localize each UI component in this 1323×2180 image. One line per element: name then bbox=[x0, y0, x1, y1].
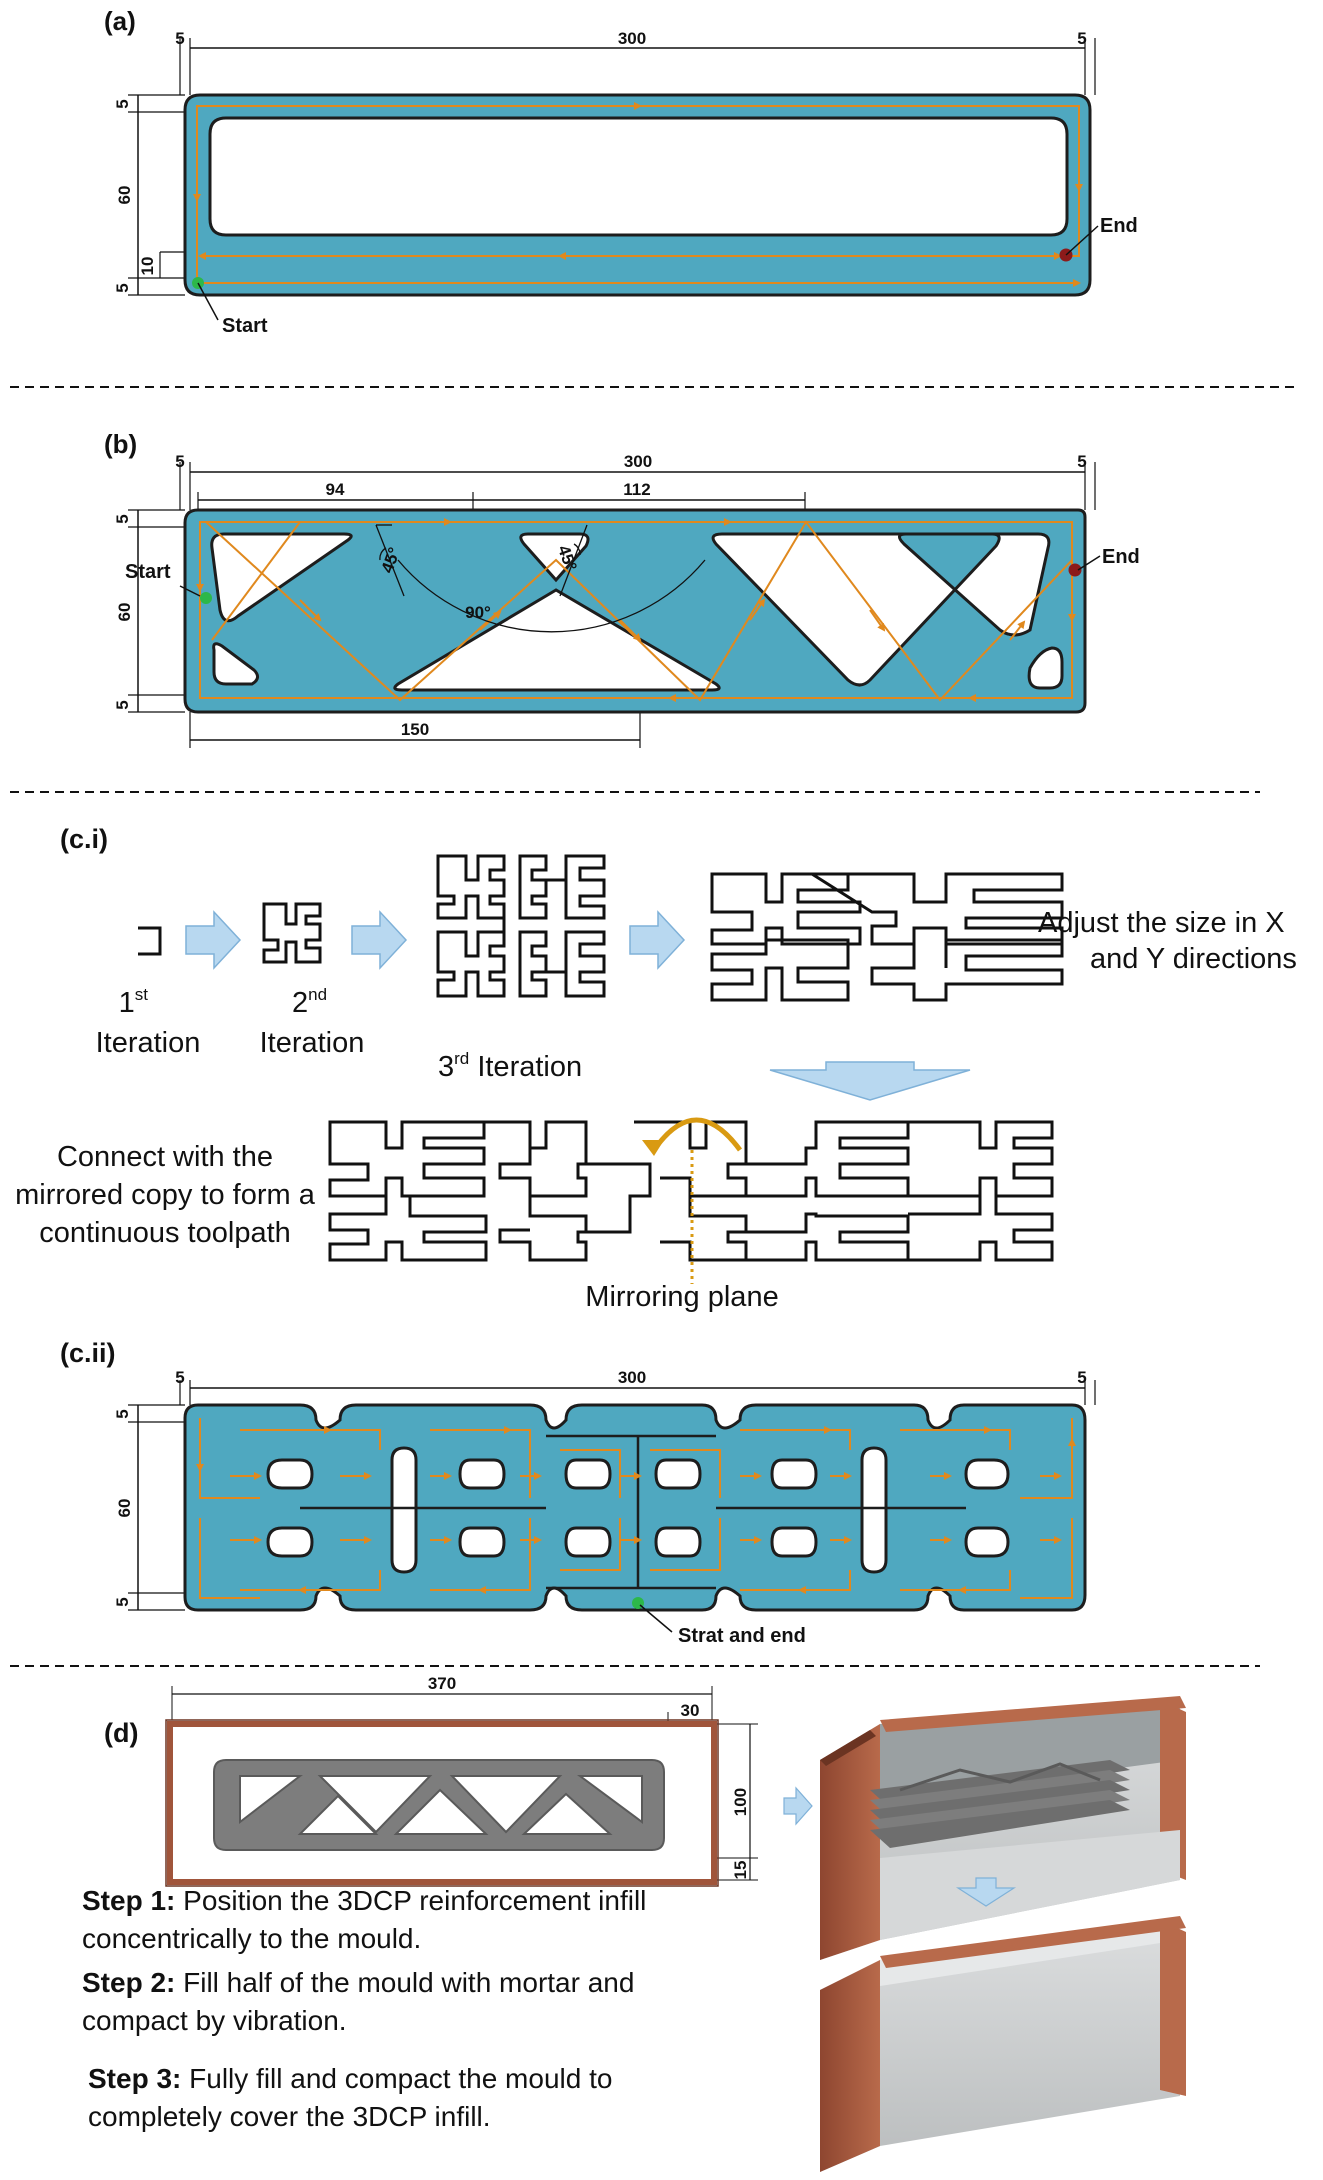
panel-a-toolpath bbox=[193, 102, 1083, 287]
mirror-arc-head bbox=[642, 1140, 664, 1156]
dim-a-left-edge: 5 bbox=[175, 29, 184, 48]
dim-d-bottom-gap: 15 bbox=[731, 1861, 750, 1880]
dim-b-height: 60 bbox=[115, 603, 134, 622]
dim-b-left-edge: 5 bbox=[175, 452, 184, 471]
panel-ci: (c.i) Adjust the size in X and Y d bbox=[15, 824, 1297, 1313]
iteration-2-caption-num: 2nd bbox=[292, 985, 327, 1019]
step-2-text: Fill half of the mould with mortar and c… bbox=[82, 1967, 635, 2036]
arrow-right-icon bbox=[783, 1786, 813, 1826]
dim-d-length: 370 bbox=[428, 1674, 456, 1693]
step-2-title: Step 2: bbox=[82, 1967, 176, 1998]
angle-center: 90° bbox=[465, 603, 491, 622]
dim-a-bottom-edge: 5 bbox=[113, 283, 132, 292]
dim-cii-right-edge: 5 bbox=[1077, 1368, 1086, 1387]
step-1-title: Step 1: bbox=[82, 1885, 176, 1916]
panel-a: (a) 300 5 5 5 60 10 5 bbox=[104, 6, 1138, 337]
dim-cii-length: 300 bbox=[618, 1368, 646, 1387]
connect-line-1: Connect with the bbox=[57, 1141, 273, 1173]
iteration-2-sup: nd bbox=[308, 985, 327, 1004]
arrow-right-icon bbox=[351, 910, 408, 970]
connect-line-2: mirrored copy to form a bbox=[15, 1179, 316, 1211]
dim-b-right-edge: 5 bbox=[1077, 452, 1086, 471]
panel-cii-toolpath bbox=[196, 1418, 1076, 1599]
step-1: Step 1: Position the 3DCP reinforcement … bbox=[82, 1882, 722, 1958]
step-3-text: Fully fill and compact the mould to comp… bbox=[88, 2063, 613, 2132]
mirror-label: Mirroring plane bbox=[585, 1281, 778, 1313]
panel-d-label: (d) bbox=[104, 1718, 138, 1748]
panel-a-label: (a) bbox=[104, 6, 136, 36]
panel-a-body bbox=[183, 93, 1092, 297]
iteration-2-number: 2 bbox=[292, 987, 308, 1019]
iteration-3-caption: 3rd Iteration bbox=[438, 1049, 582, 1083]
arrow-down-icon bbox=[769, 1061, 971, 1101]
panel-cii: (c.ii) 300 5 5 5 60 5 bbox=[60, 1338, 1096, 1647]
start-dot bbox=[200, 592, 212, 604]
panel-cii-body bbox=[183, 1403, 1087, 1612]
iteration-3-sup: rd bbox=[454, 1049, 469, 1068]
panel-a-start: Start bbox=[222, 315, 268, 337]
step-3: Step 3: Fully fill and compact the mould… bbox=[88, 2060, 728, 2136]
dim-a-length: 300 bbox=[618, 29, 646, 48]
arrow-right-icon bbox=[629, 910, 686, 970]
dim-a-top-edge: 5 bbox=[113, 99, 132, 108]
panel-cii-label: (c.ii) bbox=[60, 1338, 116, 1368]
iteration-1-shape bbox=[138, 926, 162, 956]
iteration-3-number: 3 bbox=[438, 1051, 454, 1083]
mould-3d-half bbox=[820, 1696, 1186, 1960]
dim-b-seg2: 112 bbox=[623, 480, 650, 499]
mirror-arc bbox=[651, 1117, 743, 1152]
arrow-right-icon bbox=[185, 910, 242, 970]
panel-b-body bbox=[183, 508, 1087, 714]
step-1-text: Position the 3DCP reinforcement infill c… bbox=[82, 1885, 647, 1954]
iteration-3-word: Iteration bbox=[469, 1051, 582, 1083]
iteration-1-sup: st bbox=[135, 985, 149, 1004]
dim-b-bottom-edge: 5 bbox=[113, 700, 132, 709]
panel-ci-label: (c.i) bbox=[60, 824, 108, 854]
dim-a-height: 60 bbox=[115, 186, 134, 205]
panel-d: (d) 370 30 100 15 bbox=[104, 1674, 1186, 2172]
mould-3d-full bbox=[820, 1916, 1186, 2172]
dim-a-offset: 10 bbox=[138, 257, 157, 276]
connect-line-3: continuous toolpath bbox=[39, 1217, 291, 1249]
iteration-2-shape bbox=[262, 902, 322, 964]
iteration-3-shape bbox=[436, 854, 606, 998]
connected-toolpath bbox=[328, 1120, 1054, 1262]
dim-b-seg1: 94 bbox=[326, 480, 345, 499]
dim-a-right-edge: 5 bbox=[1077, 29, 1086, 48]
infill-plan bbox=[213, 1759, 665, 1851]
end-dot bbox=[1068, 563, 1082, 577]
iteration-1-number: 1 bbox=[119, 987, 135, 1019]
panel-a-end: End bbox=[1100, 215, 1138, 237]
dim-b-length: 300 bbox=[624, 452, 652, 471]
dim-cii-top-edge: 5 bbox=[113, 1409, 132, 1418]
arrow-down-icon bbox=[955, 1877, 1017, 1907]
step-2: Step 2: Fill half of the mould with mort… bbox=[82, 1964, 722, 2040]
panel-b-label: (b) bbox=[104, 429, 137, 459]
iteration-1-caption-num: 1st bbox=[119, 985, 149, 1019]
iteration-2-word: Iteration bbox=[260, 1027, 365, 1059]
adjust-line-1: Adjust the size in X bbox=[1038, 907, 1285, 939]
dim-b-top-edge: 5 bbox=[113, 514, 132, 523]
dim-d-height: 100 bbox=[731, 1788, 750, 1816]
panel-b-start: Start bbox=[125, 561, 171, 583]
adjust-line-2: and Y directions bbox=[1090, 943, 1297, 975]
mould-plan bbox=[167, 1721, 717, 1885]
panel-b: (b) 300 5 5 94 112 5 60 5 150 bbox=[104, 429, 1140, 748]
adjusted-shape bbox=[710, 872, 1064, 1002]
iteration-1-word: Iteration bbox=[96, 1027, 201, 1059]
dim-cii-bottom-edge: 5 bbox=[113, 1597, 132, 1606]
panel-b-toolpath bbox=[196, 518, 1076, 702]
dim-b-bottom-span: 150 bbox=[401, 720, 429, 739]
dim-cii-height: 60 bbox=[115, 1499, 134, 1518]
panel-cii-start-end: Strat and end bbox=[678, 1625, 806, 1647]
dim-cii-left-edge: 5 bbox=[175, 1368, 184, 1387]
dim-d-gap: 30 bbox=[681, 1701, 700, 1720]
step-3-title: Step 3: bbox=[88, 2063, 182, 2094]
panel-b-end: End bbox=[1102, 546, 1140, 568]
